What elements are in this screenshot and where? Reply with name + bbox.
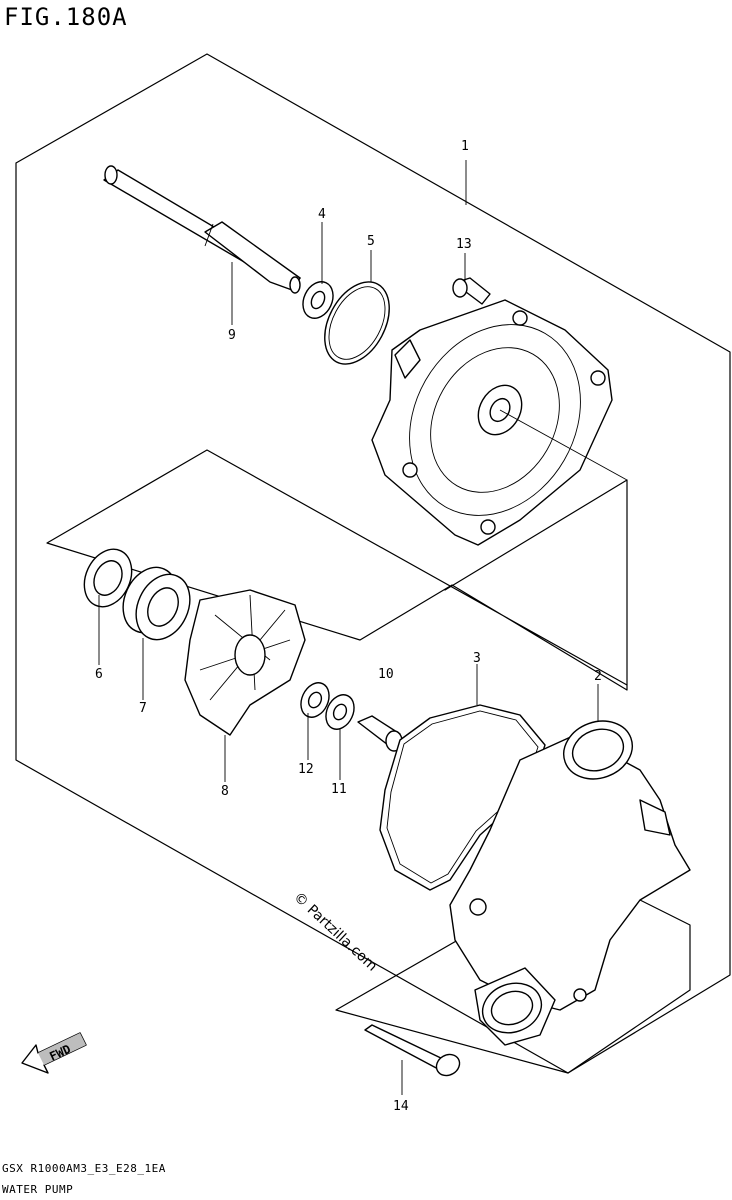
callout-12: 12 xyxy=(298,762,314,777)
section-name: WATER PUMP xyxy=(2,1183,73,1196)
callout-1: 1 xyxy=(461,139,469,154)
impeller-bolt xyxy=(357,715,403,752)
impeller-seal-washer xyxy=(325,694,355,730)
callout-3: 3 xyxy=(473,651,481,666)
cover-bolt xyxy=(452,277,491,305)
leader-lines xyxy=(98,160,628,1095)
oil-seal xyxy=(83,548,133,608)
water-pump-housing xyxy=(449,720,691,1046)
figure-title: FIG.180A xyxy=(4,3,128,31)
callout-14: 14 xyxy=(393,1099,409,1114)
callout-9: 9 xyxy=(228,328,236,343)
watermark: © Partzilla.com xyxy=(290,889,380,974)
callout-11: 11 xyxy=(331,782,347,797)
water-pump-cover xyxy=(371,299,613,546)
impeller-subframe xyxy=(46,449,628,691)
callout-5: 5 xyxy=(367,234,375,249)
housing-bolt xyxy=(364,1024,461,1077)
callout-4: 4 xyxy=(318,207,326,222)
impeller xyxy=(184,589,306,736)
callout-8: 8 xyxy=(221,784,229,799)
callout-13: 13 xyxy=(456,237,472,252)
model-code: GSX R1000AM3_E3_E28_1EA xyxy=(2,1162,166,1175)
o-ring-large xyxy=(379,704,546,891)
callout-10: 10 xyxy=(378,667,394,682)
callout-2: 2 xyxy=(594,669,602,684)
pump-shaft xyxy=(103,165,301,294)
shaft-washer xyxy=(302,281,334,319)
fwd-arrow-icon: FWD xyxy=(21,1032,87,1074)
assembly-frame xyxy=(15,53,731,1074)
o-ring-small xyxy=(324,281,390,365)
callout-7: 7 xyxy=(139,701,147,716)
impeller-washer xyxy=(300,682,330,718)
mechanical-seal xyxy=(122,566,191,641)
callout-6: 6 xyxy=(95,667,103,682)
